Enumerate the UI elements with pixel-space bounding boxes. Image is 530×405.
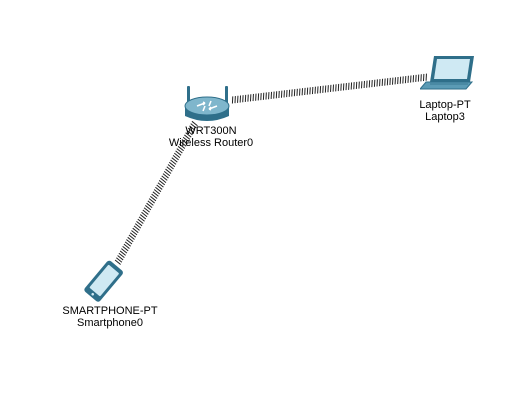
wireless-router-device[interactable]: [181, 84, 233, 126]
laptop-name-label: Laptop3: [425, 111, 465, 123]
laptop-model-label: Laptop-PT: [419, 99, 471, 111]
smartphone-device[interactable]: [78, 258, 128, 306]
wireless-link-router-smartphone[interactable]: [114, 120, 198, 265]
smartphone-name-label: Smartphone0: [76, 317, 144, 329]
wireless-link-router-laptop[interactable]: [231, 73, 427, 104]
wireless-router-icon: [181, 84, 233, 126]
router-model-label: WRT300N: [185, 125, 237, 137]
smartphone-model-label: SMARTPHONE-PT: [62, 305, 158, 317]
smartphone-icon: [78, 258, 128, 306]
laptop-device[interactable]: [420, 55, 476, 91]
router-name-label: Wireless Router0: [168, 137, 254, 149]
laptop-icon: [420, 55, 476, 91]
laptop-label: Laptop-PT Laptop3: [419, 99, 470, 123]
smartphone-label: SMARTPHONE-PT Smartphone0: [62, 305, 157, 329]
wireless-router-label: WRT300N Wireless Router0: [169, 125, 253, 149]
